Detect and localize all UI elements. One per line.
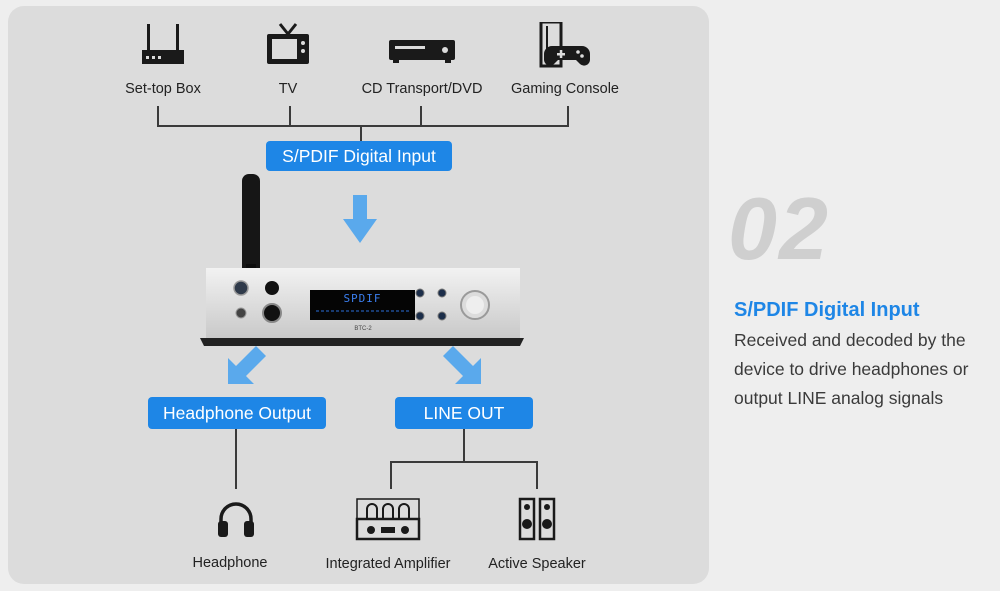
destination-label: Headphone bbox=[192, 555, 268, 571]
cd-transport-icon bbox=[347, 22, 497, 74]
device-display-text: SPDIF bbox=[343, 292, 382, 305]
feature-title: S/PDIF Digital Input bbox=[734, 299, 920, 321]
source-label: CD Transport/DVD bbox=[361, 81, 483, 97]
down-arrow-icon bbox=[343, 195, 377, 245]
connector-line bbox=[360, 125, 362, 143]
speaker-icon bbox=[517, 497, 557, 543]
connector-line bbox=[390, 461, 392, 489]
headphone-output-label: Headphone Output bbox=[148, 397, 326, 429]
tube-amplifier-icon bbox=[355, 497, 421, 543]
source-label: Gaming Console bbox=[511, 81, 619, 97]
device-model-label: BTC-2 bbox=[354, 326, 372, 332]
connector-line bbox=[567, 106, 569, 127]
connector-line bbox=[536, 461, 538, 489]
gaming-console-icon bbox=[490, 22, 640, 74]
feature-description-line: output LINE analog signals bbox=[734, 388, 944, 408]
connector-line bbox=[289, 106, 291, 127]
tv-icon bbox=[213, 22, 363, 74]
connector-line bbox=[463, 429, 465, 462]
feature-description-line: Received and decoded by the bbox=[734, 330, 966, 350]
arrow-right-down-icon bbox=[441, 344, 487, 390]
connector-line bbox=[157, 106, 159, 127]
spdif-input-label: S/PDIF Digital Input bbox=[266, 141, 452, 171]
connector-line bbox=[390, 461, 538, 463]
destination-label: Active Speaker bbox=[488, 556, 586, 572]
connector-line bbox=[235, 429, 237, 489]
headphones-icon bbox=[216, 501, 256, 539]
device-btc2: SPDIF BTC-2 bbox=[198, 168, 528, 353]
destination-label: Integrated Amplifier bbox=[325, 556, 451, 572]
set-top-box-icon bbox=[88, 22, 238, 74]
connector-line bbox=[420, 106, 422, 127]
line-out-label: LINE OUT bbox=[395, 397, 533, 429]
feature-description-line: device to drive headphones or bbox=[734, 359, 969, 379]
source-label: Set-top Box bbox=[125, 81, 201, 97]
source-label: TV bbox=[278, 81, 298, 97]
arrow-left-down-icon bbox=[222, 344, 268, 390]
device-illustration bbox=[200, 174, 524, 346]
step-number: 02 bbox=[728, 179, 830, 278]
connector-line bbox=[157, 125, 569, 127]
